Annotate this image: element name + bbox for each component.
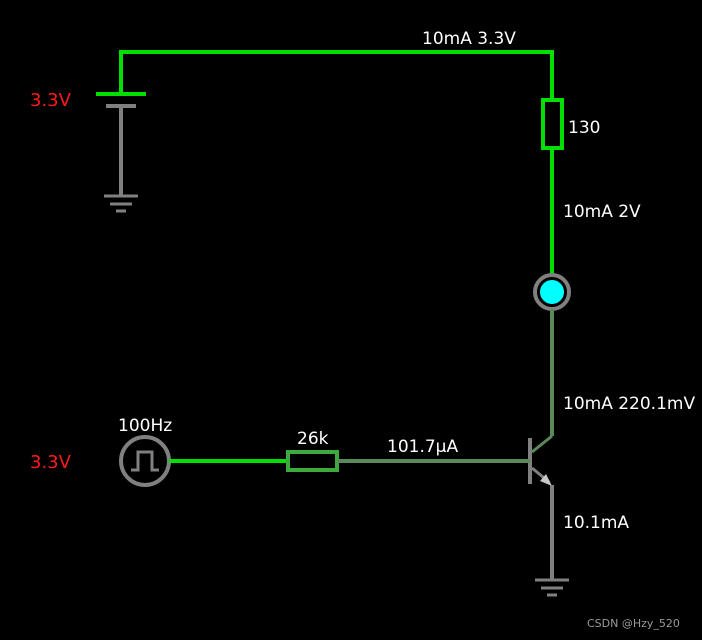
emitter-arrow-icon (540, 474, 552, 486)
led-light (540, 280, 564, 304)
transistor-collector-leg (531, 434, 553, 454)
led-wire-label: 10mA 2V (563, 202, 641, 222)
led-indicator[interactable] (533, 273, 571, 311)
ground-symbol-right (535, 578, 569, 597)
square-wave-icon (131, 450, 159, 472)
battery-symbol[interactable] (96, 92, 146, 196)
emitter-current-label: 10.1mA (563, 513, 629, 533)
resistor-top-value: 130 (568, 118, 600, 138)
supply-wire-top[interactable] (119, 50, 554, 100)
supply-voltage-label: 3.3V (30, 90, 72, 111)
source-frequency-label: 100Hz (118, 416, 172, 436)
resistor-base-value: 26k (297, 429, 329, 449)
source-voltage-label: 3.3V (30, 452, 72, 473)
watermark: CSDN @Hzy_520 (587, 617, 680, 630)
base-current-label: 101.7μA (387, 437, 458, 457)
ground-symbol-left (104, 194, 138, 213)
collector-label: 10mA 220.1mV (563, 394, 695, 414)
top-wire-label: 10mA 3.3V (422, 29, 516, 49)
